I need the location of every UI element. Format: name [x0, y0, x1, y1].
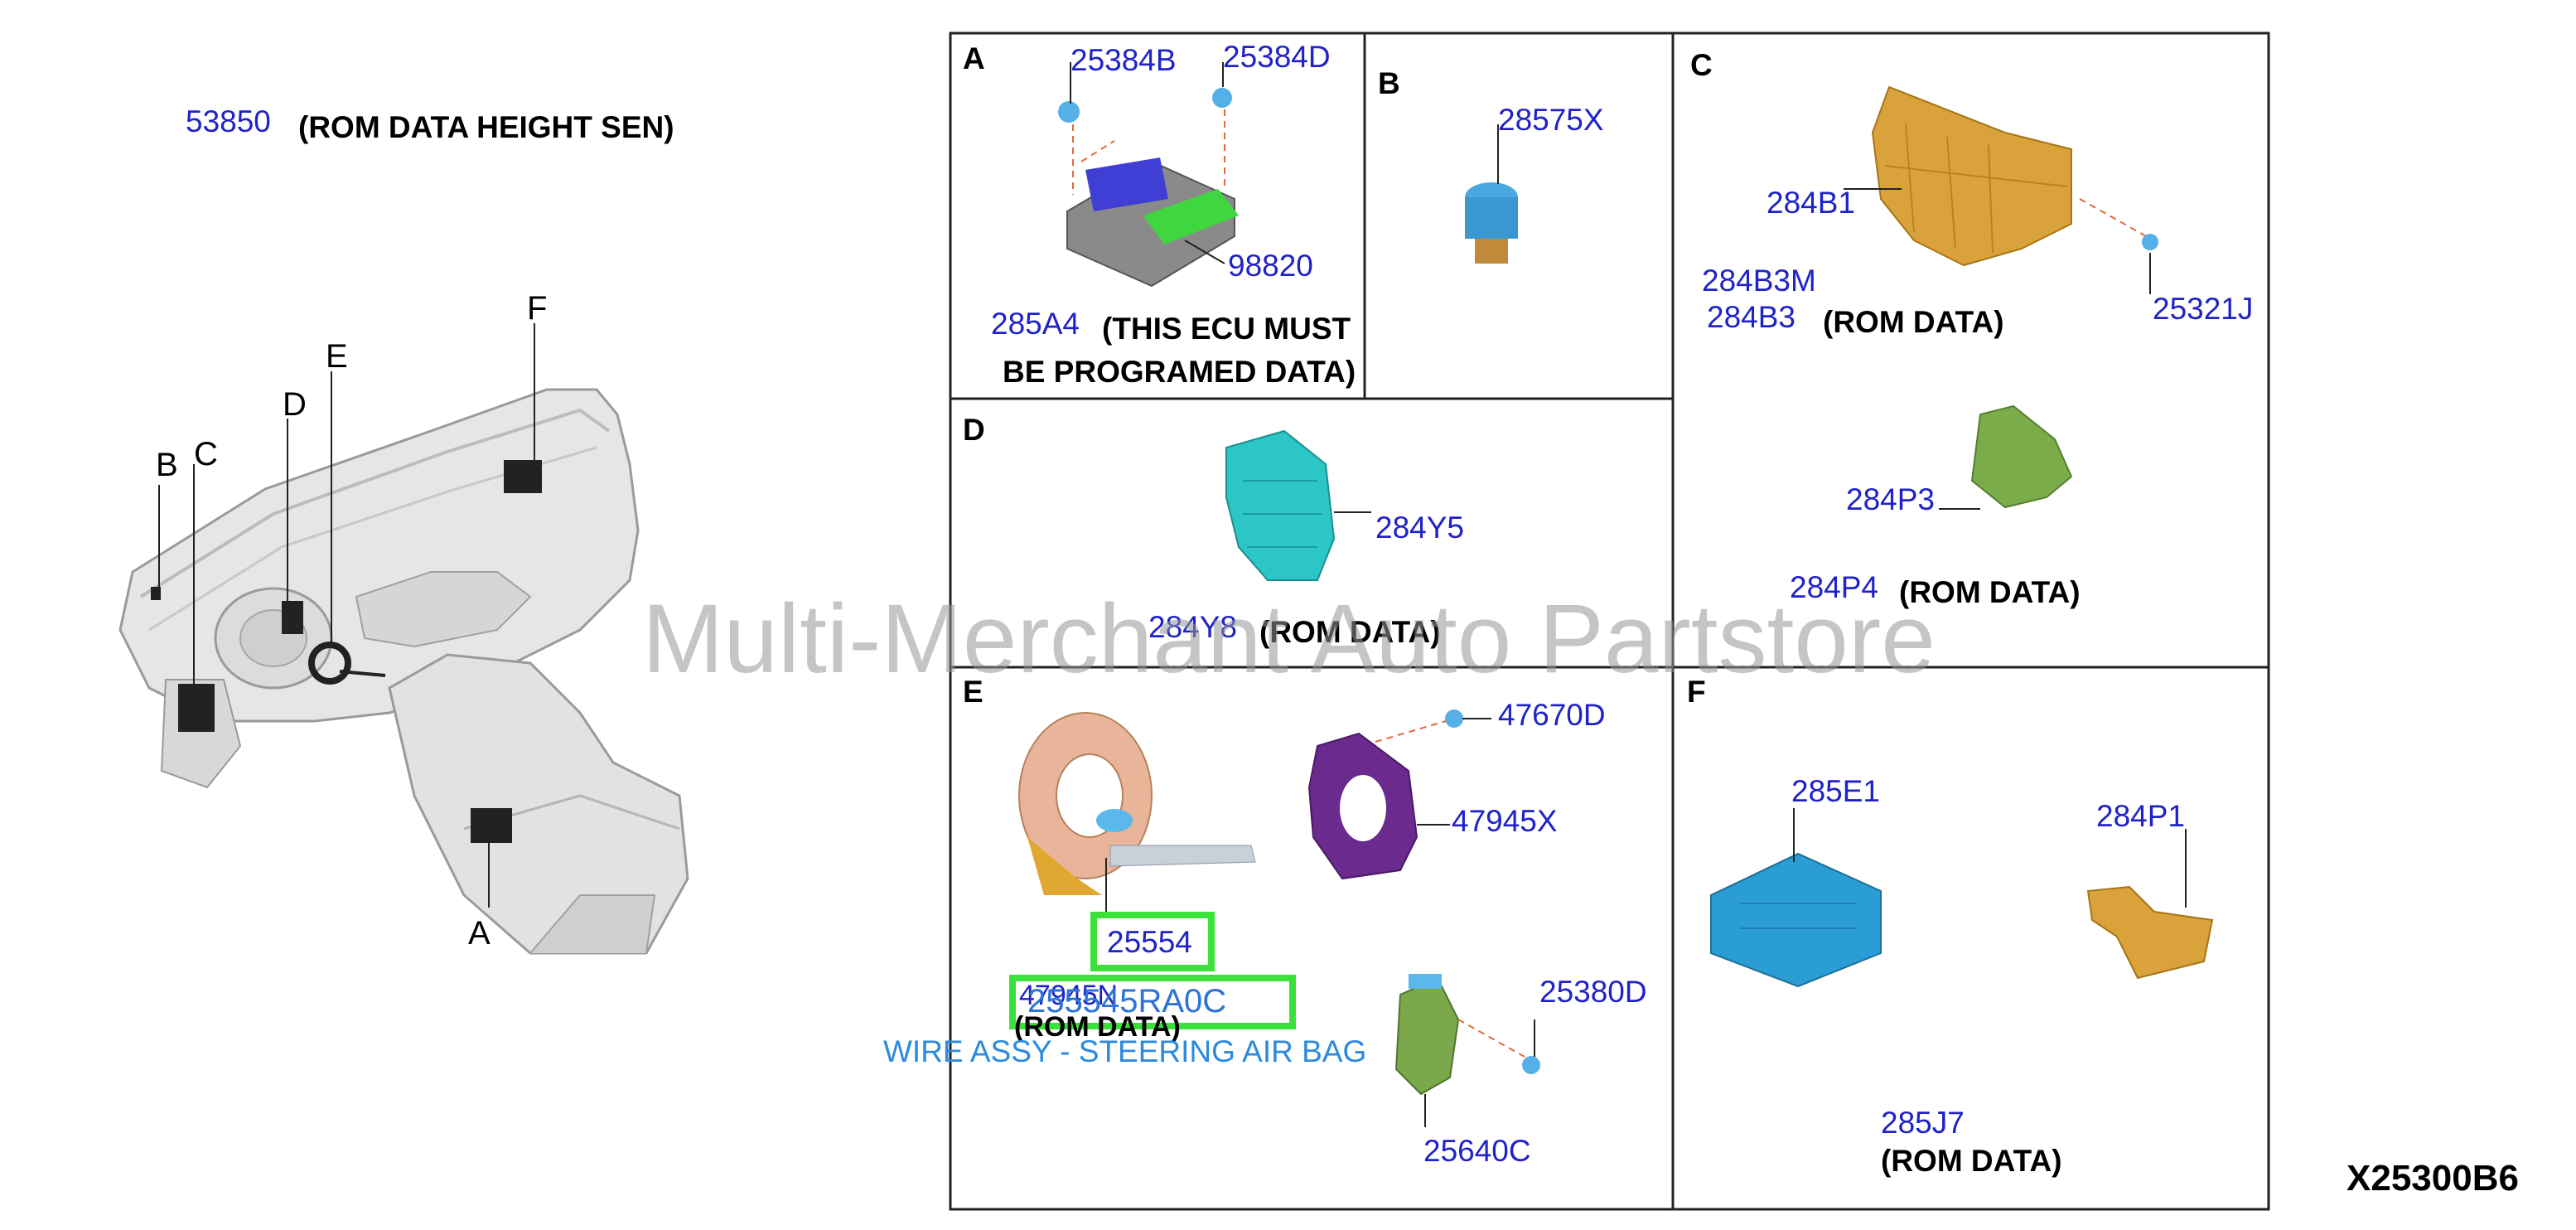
panel-b-letter: B — [1378, 66, 1400, 100]
panel-d-graphics — [1225, 429, 1371, 581]
part-285a4[interactable]: 285A4 — [991, 307, 1080, 341]
part-284p4[interactable]: 284P4 — [1790, 570, 1878, 604]
part-255545ra0c[interactable]: 255545RA0C — [1027, 983, 1227, 1019]
panel-e-graphics — [1018, 709, 1540, 1127]
panel-a-note-1: (THIS ECU MUST — [1102, 312, 1351, 346]
part-255545ra0c-highlight[interactable] — [1009, 975, 1296, 1029]
part-284b3[interactable]: 284B3 — [1707, 300, 1795, 334]
part-284y5[interactable]: 284Y5 — [1375, 511, 1464, 545]
panel-a-note-2: BE PROGRAMED DATA) — [1003, 355, 1356, 389]
part-98820[interactable]: 98820 — [1228, 249, 1313, 283]
height-sensor-part-number[interactable]: 53850 — [186, 104, 271, 138]
part-25554[interactable]: 25554 — [1107, 925, 1192, 959]
part-25321j[interactable]: 25321J — [2153, 292, 2254, 326]
part-28575x[interactable]: 28575X — [1498, 103, 1604, 137]
part-25380d[interactable]: 25380D — [1539, 975, 1647, 1009]
part-25640c[interactable]: 25640C — [1423, 1134, 1531, 1168]
part-284y8-note: (ROM DATA) — [1259, 615, 1441, 649]
part-285j7-note: (ROM DATA) — [1881, 1144, 2062, 1178]
panel-a-graphics — [1058, 62, 1239, 288]
part-25554-highlight[interactable] — [1090, 912, 1215, 971]
panel-e-letter: E — [963, 675, 984, 709]
module-b-marker — [151, 587, 161, 600]
part-47945x[interactable]: 47945X — [1452, 804, 1558, 838]
panel-c-letter: C — [1690, 48, 1713, 82]
module-a-marker — [471, 808, 512, 843]
part-284p4-note: (ROM DATA) — [1899, 575, 2081, 609]
part-47945n-note: (ROM DATA) — [1014, 1011, 1181, 1043]
panel-f-graphics — [1710, 808, 2214, 988]
part-285e1[interactable]: 285E1 — [1791, 774, 1880, 808]
panel-f-letter: F — [1687, 675, 1706, 709]
module-d-marker — [282, 601, 303, 634]
part-25384b[interactable]: 25384B — [1071, 43, 1177, 77]
part-description: WIRE ASSY - STEERING AIR BAG — [883, 1034, 1367, 1068]
panel-grid — [949, 31, 2270, 1211]
part-25384d[interactable]: 25384D — [1223, 40, 1331, 74]
part-284b3-note: (ROM DATA) — [1823, 305, 2004, 339]
part-284p3[interactable]: 284P3 — [1846, 482, 1935, 516]
callout-f[interactable]: F — [527, 290, 548, 327]
panel-d-letter: D — [963, 413, 985, 447]
diagram-code: X25300B6 — [2346, 1158, 2519, 1199]
panel-c-graphics — [1844, 85, 2158, 510]
part-284p1[interactable]: 284P1 — [2096, 799, 2185, 833]
panel-b-graphics — [1465, 124, 1518, 264]
part-47945n[interactable]: 47945N — [1019, 980, 1119, 1011]
module-e-marker — [308, 642, 351, 685]
module-c-marker — [178, 684, 215, 732]
callout-c[interactable]: C — [194, 436, 218, 472]
part-284b3m[interactable]: 284B3M — [1702, 264, 1816, 298]
watermark: Multi-Merchant Auto Partstore — [642, 584, 1936, 694]
module-f-marker — [504, 460, 542, 493]
part-284b1[interactable]: 284B1 — [1766, 186, 1855, 220]
part-284y8[interactable]: 284Y8 — [1148, 610, 1237, 644]
callout-e[interactable]: E — [326, 338, 348, 375]
dashboard-illustration — [118, 323, 689, 955]
part-47670d[interactable]: 47670D — [1498, 698, 1606, 732]
panel-a-letter: A — [963, 41, 985, 75]
height-sensor-note: (ROM DATA HEIGHT SEN) — [298, 110, 674, 144]
callout-d[interactable]: D — [283, 386, 307, 423]
callout-a[interactable]: A — [468, 915, 491, 952]
part-285j7[interactable]: 285J7 — [1881, 1106, 1965, 1140]
callout-b[interactable]: B — [156, 447, 178, 483]
